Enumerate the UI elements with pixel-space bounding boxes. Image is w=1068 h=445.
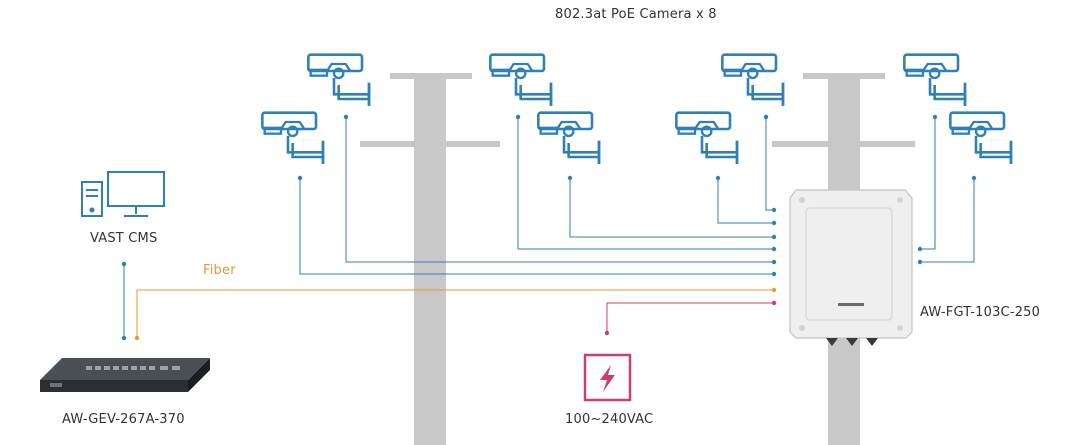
camera-icon <box>948 111 1013 166</box>
fiber-label: Fiber <box>203 263 236 278</box>
camera-icon <box>674 111 739 166</box>
camera-icon <box>720 53 785 108</box>
switch-label: AW-GEV-267A-370 <box>62 412 185 427</box>
camera-icon <box>536 111 601 166</box>
network-cable-dots <box>121 114 977 341</box>
camera-icon <box>488 53 553 108</box>
power-label: 100~240VAC <box>565 412 654 427</box>
camera-icon <box>902 53 967 108</box>
camera-icon <box>260 111 325 166</box>
computer-icon <box>81 171 165 217</box>
power-cable <box>604 300 777 336</box>
network-cables <box>123 117 975 338</box>
camera-icon <box>306 53 371 108</box>
cms-label: VAST CMS <box>90 231 158 246</box>
switch-icon <box>40 358 210 392</box>
pole-left <box>360 73 500 445</box>
diagram-title: 802.3at PoE Camera x 8 <box>555 7 717 22</box>
fiber-cable <box>134 287 777 341</box>
power-outlet-icon <box>583 353 632 402</box>
device-label: AW-FGT-103C-250 <box>920 305 1041 320</box>
enclosure-device-icon <box>789 189 913 346</box>
